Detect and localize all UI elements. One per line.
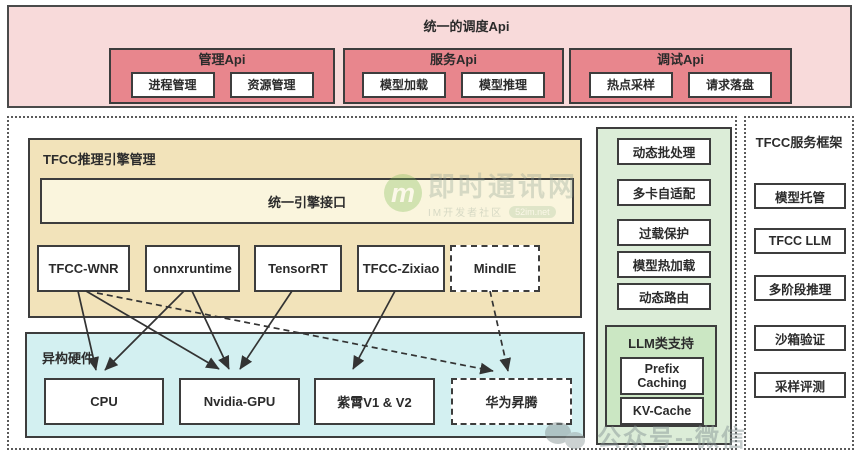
hw-box-zixiao: 紫霄V1 & V2: [314, 378, 435, 425]
debug-api-title: 调试Api: [657, 52, 704, 67]
prefix-caching-box: Prefix Caching: [620, 357, 704, 395]
dynamic-batching-box: 动态批处理: [617, 138, 711, 165]
debug-api-items: 热点采样 请求落盘: [571, 72, 790, 98]
scheduling-api-section: 统一的调度Api 管理Api 进程管理 资源管理 服务Api 模型加载 模型推理…: [7, 5, 852, 108]
engine-box-onnxruntime: onnxruntime: [145, 245, 240, 292]
llm-support-group: LLM类支持 Prefix Caching KV-Cache: [605, 325, 717, 427]
request-dump-box: 请求落盘: [688, 72, 772, 98]
hw-box-cpu: CPU: [44, 378, 164, 425]
tfcc-llm-box: TFCC LLM: [754, 228, 846, 254]
multi-card-adapt-box: 多卡自适配: [617, 179, 711, 206]
sampling-evaluation-box: 采样评测: [754, 372, 846, 398]
management-api-title: 管理Api: [198, 52, 246, 67]
hw-box-huawei-ascend: 华为昇腾: [451, 378, 572, 425]
model-load-box: 模型加载: [362, 72, 446, 98]
service-api-group: 服务Api 模型加载 模型推理: [343, 48, 564, 104]
service-api-title: 服务Api: [430, 52, 477, 67]
overload-protect-box: 过载保护: [617, 219, 711, 246]
engine-box-tfcc-zixiao: TFCC-Zixiao: [357, 245, 445, 292]
model-hot-reload-box: 模型热加载: [617, 251, 711, 278]
features-column: 动态批处理 多卡自适配 过载保护 模型热加载 动态路由 LLM类支持 Prefi…: [596, 127, 732, 445]
dynamic-routing-box: 动态路由: [617, 283, 711, 310]
unified-engine-interface-box: 统一引擎接口: [40, 178, 574, 224]
engine-box-mindie: MindIE: [450, 245, 540, 292]
kv-cache-box: KV-Cache: [620, 397, 704, 425]
hardware-section: 异构硬件 CPU Nvidia-GPU 紫霄V1 & V2 华为昇腾: [25, 332, 585, 438]
hardware-section-title: 异构硬件: [42, 351, 95, 366]
sandbox-validation-box: 沙箱验证: [754, 325, 846, 351]
engine-section-title: TFCC推理引擎管理: [43, 152, 156, 167]
service-framework-container: TFCC服务框架 模型托管 TFCC LLM 多阶段推理 沙箱验证 采样评测: [744, 116, 854, 450]
process-management-box: 进程管理: [130, 72, 215, 98]
engine-box-tensorrt: TensorRT: [254, 245, 342, 292]
service-framework-title: TFCC服务框架: [755, 135, 843, 150]
resource-management-box: 资源管理: [229, 72, 314, 98]
management-api-items: 进程管理 资源管理: [111, 72, 333, 98]
service-api-items: 模型加载 模型推理: [345, 72, 562, 98]
debug-api-group: 调试Api 热点采样 请求落盘: [569, 48, 792, 104]
management-api-group: 管理Api 进程管理 资源管理: [109, 48, 335, 104]
model-inference-box: 模型推理: [461, 72, 545, 98]
scheduling-api-title: 统一的调度Api: [423, 19, 510, 34]
hw-box-nvidia-gpu: Nvidia-GPU: [179, 378, 300, 425]
hotspot-sampling-box: 热点采样: [589, 72, 673, 98]
llm-support-title: LLM类支持: [628, 336, 694, 351]
engine-box-tfcc-wnr: TFCC-WNR: [37, 245, 130, 292]
multistage-inference-box: 多阶段推理: [754, 275, 846, 301]
model-hosting-box: 模型托管: [754, 183, 846, 209]
engine-management-section: TFCC推理引擎管理 统一引擎接口 TFCC-WNR onnxruntime T…: [28, 138, 582, 318]
